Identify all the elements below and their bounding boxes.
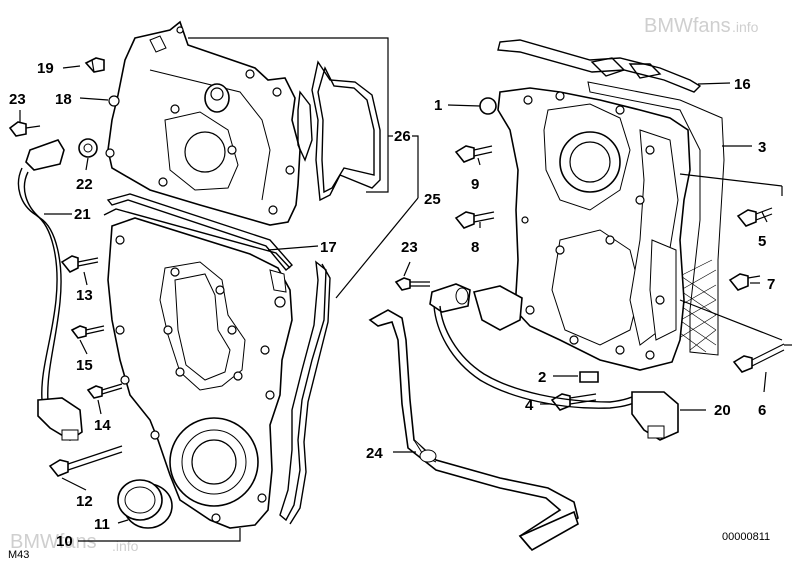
- bolt-23-right: [394, 277, 430, 291]
- callout-4: 4: [525, 397, 534, 414]
- watermark-top: BMWfans .info: [644, 15, 759, 37]
- sensor-21: [17, 138, 98, 441]
- bolt-14: [86, 383, 123, 399]
- callout-9: 9: [471, 176, 479, 193]
- leader-10: [78, 528, 241, 542]
- bolt-7: [728, 273, 761, 291]
- callout-7: 7: [767, 276, 775, 293]
- watermark-bottom-suffix: .info: [112, 538, 139, 554]
- callout-24: 24: [366, 445, 383, 462]
- diagram-number: 00000811: [722, 531, 770, 543]
- callout-3: 3: [758, 139, 766, 156]
- bolt-6: [732, 343, 785, 373]
- timing-housing: [472, 87, 691, 371]
- bolt-23-left: [8, 121, 41, 137]
- callout-11: 11: [94, 516, 110, 533]
- upper-timing-cover: [105, 20, 301, 226]
- callout-14: 14: [94, 417, 111, 434]
- bolt-19: [84, 57, 105, 73]
- sensor-20: [429, 283, 679, 441]
- gasket-16: [497, 39, 702, 93]
- lower-cover-gasket-strip: [103, 193, 294, 271]
- callout-17: 17: [320, 239, 337, 256]
- bracket-24: [368, 309, 579, 552]
- callout-8: 8: [471, 239, 479, 256]
- callout-26: 26: [394, 128, 411, 145]
- bolt-8: [454, 211, 495, 229]
- dowel-2: [579, 371, 599, 383]
- crankshaft-seal: [117, 479, 173, 529]
- callout-2: 2: [538, 369, 546, 386]
- diagram-code-m43: M43: [8, 549, 29, 561]
- watermark-bottom-text: BMWfans: [10, 531, 97, 553]
- callout-18: 18: [55, 91, 72, 108]
- callout-16: 16: [734, 76, 751, 93]
- callout-15: 15: [76, 357, 93, 374]
- callout-13: 13: [76, 287, 93, 304]
- callout-6: 6: [758, 402, 766, 419]
- housing-gasket: [587, 81, 725, 356]
- callout-23-right: 23: [401, 239, 418, 256]
- callout-labels: 19 18 23 22 21 13 15 14 12 11 10 17 26 2…: [9, 60, 775, 550]
- leader-lines: [19, 65, 792, 524]
- callout-23-left: 23: [9, 91, 26, 108]
- bolt-9: [454, 145, 493, 163]
- callout-1: 1: [434, 97, 442, 114]
- bolt-15: [70, 325, 105, 339]
- watermark-top-text: BMWfans: [644, 15, 731, 37]
- bolt-13: [60, 255, 99, 274]
- callout-10: 10: [56, 533, 73, 550]
- callout-19: 19: [37, 60, 54, 77]
- lower-cover-gasket: [279, 260, 331, 525]
- bolt-12: [48, 445, 123, 477]
- callout-5: 5: [758, 233, 766, 250]
- bolt-5: [736, 207, 773, 227]
- upper-cover-gasket: [297, 60, 381, 202]
- callout-25: 25: [424, 191, 441, 208]
- lower-timing-cover: [107, 217, 293, 529]
- callout-20: 20: [714, 402, 731, 419]
- callout-21: 21: [74, 206, 91, 223]
- callout-12: 12: [76, 493, 93, 510]
- callout-22: 22: [76, 176, 93, 193]
- watermark-top-suffix: .info: [732, 19, 759, 35]
- watermark-bottom: BMWfans .info: [10, 531, 139, 554]
- leader-26: [188, 37, 419, 198]
